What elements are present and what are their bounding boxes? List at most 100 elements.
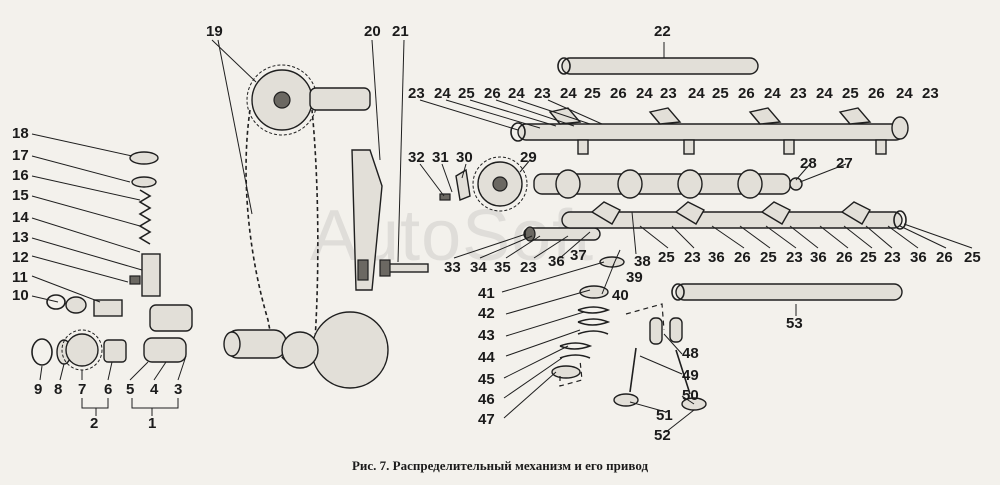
label-32: 32 (408, 149, 425, 166)
label-18: 18 (12, 125, 29, 142)
label-27: 27 (836, 155, 853, 172)
label-2: 2 (90, 415, 98, 432)
end-plug (789, 177, 803, 191)
label-7: 7 (78, 381, 86, 398)
label-42: 42 (478, 305, 495, 322)
chain-tensioner (351, 149, 383, 291)
label-24: 24 (764, 85, 781, 102)
label-25: 25 (842, 85, 859, 102)
label-3: 3 (174, 381, 182, 398)
oil-pump-drive-assembly (31, 151, 193, 416)
shaft-53 (675, 283, 903, 301)
label-44: 44 (478, 349, 495, 366)
label-34: 34 (470, 259, 487, 276)
label-24: 24 (508, 85, 525, 102)
label-24: 24 (434, 85, 451, 102)
tappet (669, 317, 683, 343)
cap-part (129, 151, 159, 165)
label-23: 23 (684, 249, 701, 266)
label-21: 21 (392, 23, 409, 40)
label-20: 20 (364, 23, 381, 40)
label-22: 22 (654, 23, 671, 40)
label-23: 23 (660, 85, 677, 102)
spacer-part (103, 339, 127, 363)
screw-part (439, 193, 451, 201)
label-11: 11 (12, 269, 28, 286)
spring-part (138, 189, 152, 245)
label-24: 24 (816, 85, 833, 102)
label-52: 52 (654, 427, 671, 444)
valve-stem (675, 349, 691, 395)
label-47: 47 (478, 411, 495, 428)
valve-spring-inner (559, 342, 593, 359)
label-36: 36 (708, 249, 725, 266)
label-25: 25 (964, 249, 981, 266)
label-25: 25 (860, 249, 877, 266)
part-labels: 18 17 16 15 14 13 12 11 10 9 8 7 6 5 4 3… (12, 23, 981, 444)
crank-sprocket (281, 331, 319, 369)
label-40: 40 (612, 287, 629, 304)
label-26: 26 (836, 249, 853, 266)
valve-stem (629, 347, 637, 393)
housing-part (149, 304, 193, 332)
label-25: 25 (760, 249, 777, 266)
label-24: 24 (636, 85, 653, 102)
washer-part (46, 294, 66, 310)
label-23: 23 (790, 85, 807, 102)
pin-part (129, 275, 141, 285)
label-36: 36 (548, 253, 565, 270)
spring-seat (551, 365, 581, 379)
label-36: 36 (810, 249, 827, 266)
label-13: 13 (12, 229, 29, 246)
label-25: 25 (712, 85, 729, 102)
label-23: 23 (922, 85, 939, 102)
label-26: 26 (734, 249, 751, 266)
label-37: 37 (570, 247, 587, 264)
label-26: 26 (868, 85, 885, 102)
label-25: 25 (458, 85, 475, 102)
label-23: 23 (786, 249, 803, 266)
shaft-part (141, 253, 161, 297)
label-14: 14 (12, 209, 29, 226)
group-bracket (131, 398, 179, 409)
label-26: 26 (610, 85, 627, 102)
label-25: 25 (658, 249, 675, 266)
label-4: 4 (150, 381, 159, 398)
rocker-shaft-lower (561, 211, 903, 229)
label-24: 24 (688, 85, 705, 102)
leader-lines (31, 39, 973, 433)
group-bracket (81, 398, 109, 409)
label-23: 23 (408, 85, 425, 102)
label-17: 17 (12, 147, 29, 164)
label-43: 43 (478, 327, 495, 344)
valve-spring-outer (577, 306, 611, 335)
shaft-stub (309, 87, 371, 111)
label-48: 48 (682, 345, 699, 362)
rocker-row-lower (523, 201, 907, 242)
label-31: 31 (432, 149, 449, 166)
label-9: 9 (34, 381, 42, 398)
camshaft (439, 156, 803, 212)
label-23: 23 (884, 249, 901, 266)
label-38: 38 (634, 253, 651, 270)
label-33: 33 (444, 259, 461, 276)
label-26: 26 (738, 85, 755, 102)
valve-retainer (579, 285, 609, 299)
label-49: 49 (682, 367, 699, 384)
label-25: 25 (584, 85, 601, 102)
label-23: 23 (534, 85, 551, 102)
tensioner-bolt (387, 263, 429, 273)
label-6: 6 (104, 381, 112, 398)
label-36: 36 (910, 249, 927, 266)
label-46: 46 (478, 391, 495, 408)
label-45: 45 (478, 371, 495, 388)
label-53: 53 (786, 315, 803, 332)
crankshaft-counterweight (311, 311, 389, 389)
label-26: 26 (936, 249, 953, 266)
timing-chain (245, 109, 319, 364)
label-1: 1 (148, 415, 156, 432)
label-12: 12 (12, 249, 29, 266)
snap-ring-part (31, 338, 53, 366)
label-51: 51 (656, 407, 673, 424)
